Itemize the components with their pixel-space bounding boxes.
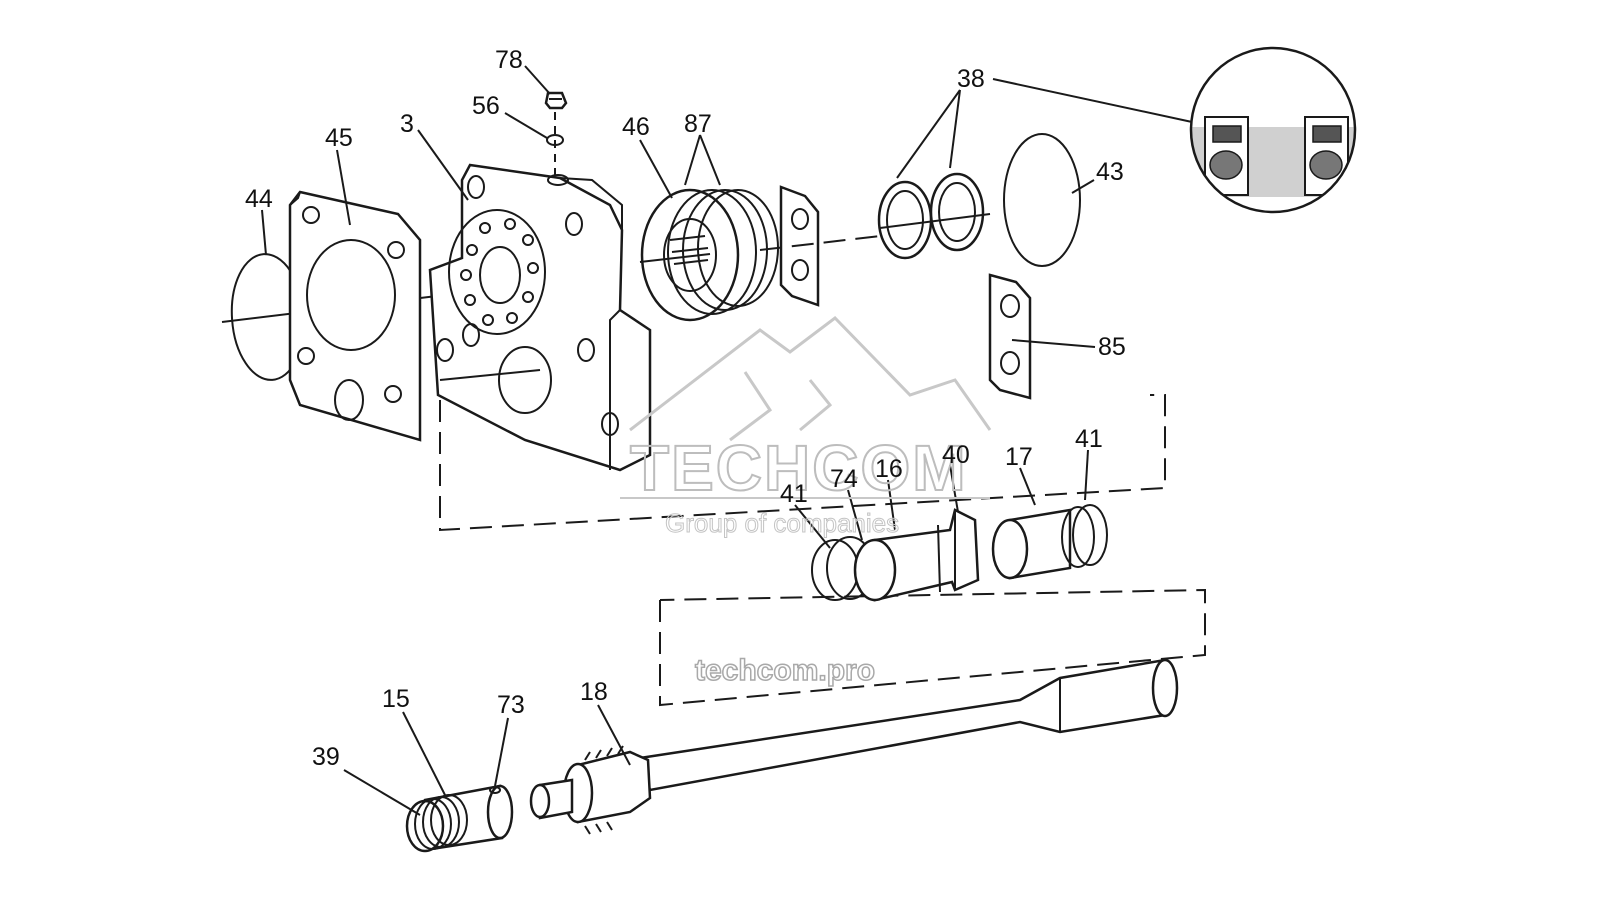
watermark-mountain-icon: [629, 316, 992, 432]
detail-inset: [1189, 46, 1357, 214]
dashed-frame-lower: [659, 588, 1206, 707]
callout-45: 45: [325, 124, 353, 152]
callout-41-right: 41: [1075, 425, 1103, 453]
callout-38: 38: [957, 65, 985, 93]
part-45-gasket-plate: [288, 190, 422, 442]
part-85-plate-lower: [988, 273, 1032, 400]
center-axis-seal: [639, 253, 711, 263]
part-43-o-ring: [1003, 133, 1081, 267]
callout-43: 43: [1096, 158, 1124, 186]
leader-lines: [261, 65, 1193, 816]
callout-87: 87: [684, 110, 712, 138]
callout-40: 40: [942, 441, 970, 469]
callout-85: 85: [1098, 333, 1126, 361]
callout-labels: 78 56 3 45 44 46 87 38 43 85 17 41 41 74…: [245, 46, 1126, 771]
part-41-o-ring-right: [1061, 504, 1108, 568]
callout-18: 18: [580, 678, 608, 706]
part-78-plug: [544, 91, 568, 110]
callout-16: 16: [875, 455, 903, 483]
callout-17: 17: [1005, 443, 1033, 471]
callout-73: 73: [497, 691, 525, 719]
callout-74: 74: [830, 465, 858, 493]
callout-3: 3: [400, 110, 414, 138]
callout-56: 56: [472, 92, 500, 120]
callout-46: 46: [622, 113, 650, 141]
callout-41-left: 41: [780, 480, 808, 508]
watermark-brand: TECHCOM: [630, 432, 968, 504]
callout-15: 15: [382, 685, 410, 713]
center-axis-lower-bore: [439, 369, 541, 381]
callout-44: 44: [245, 185, 273, 213]
watermark: TECHCOM Group of companies techcom.pro: [620, 316, 992, 688]
part-16-spool: [853, 508, 980, 602]
part-17-sleeve: [991, 508, 1072, 580]
callout-78: 78: [495, 46, 523, 74]
axis-plate-to-rings: [759, 235, 881, 251]
part-3-housing: [428, 163, 652, 472]
callout-39: 39: [312, 743, 340, 771]
part-18-drive-shaft: [529, 658, 1179, 835]
watermark-url: techcom.pro: [695, 654, 875, 687]
center-axis-rings: [879, 213, 991, 229]
part-38-seal-rings: [877, 172, 985, 260]
watermark-tagline: Group of companies: [665, 508, 899, 538]
